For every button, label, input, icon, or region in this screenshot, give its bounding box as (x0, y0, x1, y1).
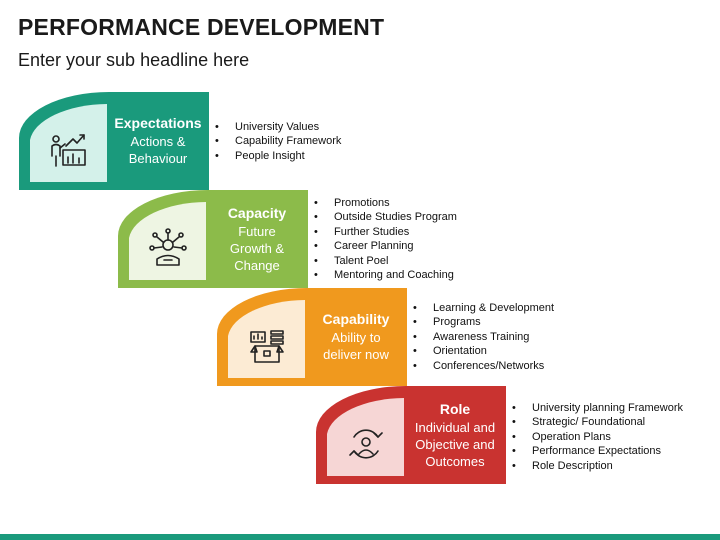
bullet-item: People Insight (215, 149, 341, 164)
stage-shape (316, 386, 506, 484)
stage-expectations: Expectations Actions & Behaviour Univers… (19, 92, 341, 190)
stage-shape (118, 190, 308, 288)
stage-label: Expectations Actions & Behaviour (107, 92, 209, 190)
stage-heading: Expectations (114, 115, 202, 131)
bullet-item: Performance Expectations (512, 444, 683, 459)
person-cycle-icon (349, 429, 383, 459)
bullet-item: Strategic/ Foundational (512, 415, 683, 430)
bullet-item: Orientation (413, 344, 554, 359)
bullet-item: Learning & Development (413, 301, 554, 316)
bullet-item: Role Description (512, 459, 683, 474)
stage-desc-line: Future (238, 223, 276, 239)
bullet-item: Programs (413, 315, 554, 330)
stage-heading: Capacity (227, 204, 287, 221)
footer-accent-bar (0, 534, 720, 540)
stage-label: Capacity Future Growth & Change (206, 190, 308, 288)
bullet-item: Outside Studies Program (314, 210, 457, 225)
bullet-item: Operation Plans (512, 430, 683, 445)
page-subtitle: Enter your sub headline here (18, 50, 250, 70)
stage-bullet-list: University planning Framework Strategic/… (512, 401, 683, 473)
stage-bullet-list: Learning & Development Programs Awarenes… (413, 301, 554, 373)
growth-chart-presenter-icon (51, 134, 86, 167)
stage-desc-line: Individual and (414, 419, 496, 435)
bullet-item: Mentoring and Coaching (314, 268, 457, 283)
stage-capability: Capability Ability to deliver now Learni… (217, 288, 554, 386)
stage-desc-line: Objective and (415, 436, 495, 452)
stage-desc-line: Ability to (331, 330, 381, 345)
bullet-item: Promotions (314, 196, 457, 211)
stage-desc-line: Outcomes (425, 453, 485, 469)
stage-desc-line: Behaviour (128, 151, 188, 166)
stage-role: Role Individual and Objective and Outcom… (316, 386, 683, 484)
stage-bullet-list: Promotions Outside Studies Program Furth… (314, 196, 457, 283)
stage-desc-line: Change (234, 257, 280, 273)
bullet-item: Talent Poel (314, 254, 457, 269)
stage-desc-line: deliver now (323, 347, 389, 362)
bullet-item: University Values (215, 120, 341, 135)
stage-label: Role Individual and Objective and Outcom… (404, 386, 506, 484)
networked-person-icon (149, 228, 187, 266)
bullet-item: Further Studies (314, 225, 457, 240)
stage-label: Capability Ability to deliver now (305, 288, 407, 386)
bullet-item: University planning Framework (512, 401, 683, 416)
bullet-item: Career Planning (314, 239, 457, 254)
page-title: PERFORMANCE DEVELOPMENT (18, 14, 385, 40)
stage-bullet-list: University Values Capability Framework P… (215, 120, 341, 164)
stage-desc-line: Actions & (130, 134, 186, 149)
stage-desc-line: Growth & (229, 240, 285, 256)
toolbox-icon (250, 330, 284, 363)
stage-capacity: Capacity Future Growth & Change Promotio… (118, 190, 457, 288)
stage-heading: Capability (322, 311, 390, 327)
stage-heading: Role (439, 400, 471, 417)
bullet-item: Capability Framework (215, 134, 341, 149)
bullet-item: Awareness Training (413, 330, 554, 345)
bullet-item: Conferences/Networks (413, 359, 554, 374)
